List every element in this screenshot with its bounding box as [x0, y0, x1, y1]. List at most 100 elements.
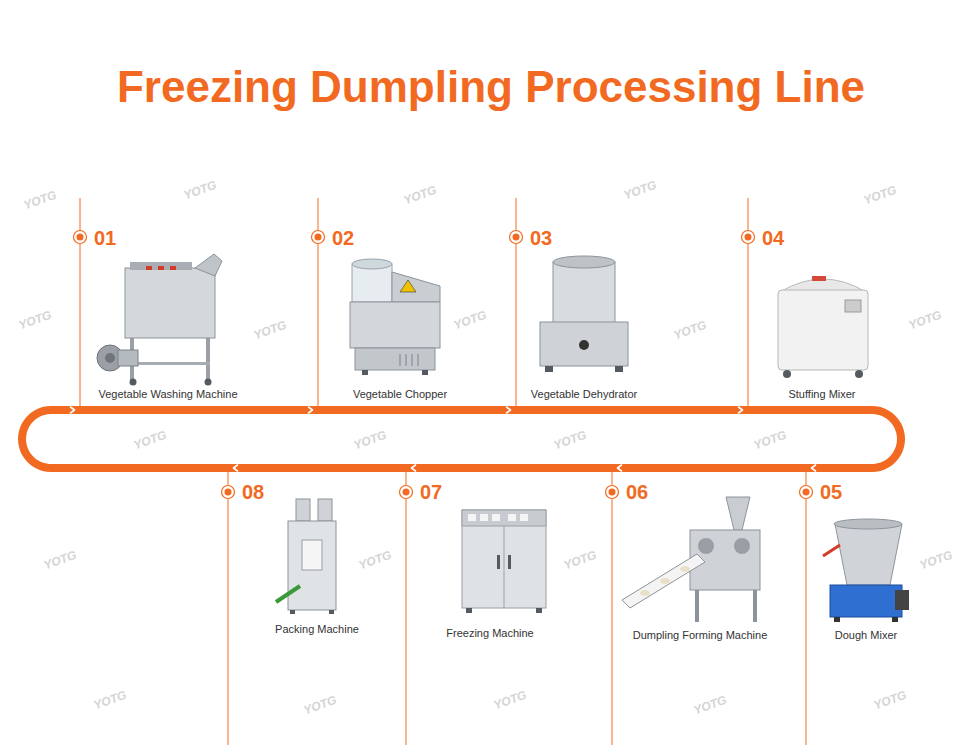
- watermark: YOTG: [92, 688, 129, 713]
- chopper-picture: [350, 259, 440, 375]
- chopper-picture: [355, 348, 435, 370]
- dehydrator-picture: [579, 340, 589, 350]
- step-dot: [606, 486, 619, 499]
- step-dot: [222, 486, 235, 499]
- process-step: 07Freezing Machine: [406, 468, 596, 648]
- arrow-head: [71, 407, 75, 413]
- step-number: 08: [242, 480, 264, 504]
- process-step: 03Vegetable Dehydrator: [516, 222, 716, 410]
- arrow-head: [618, 465, 622, 471]
- freezer-picture: [462, 510, 546, 526]
- watermark: YOTG: [552, 428, 589, 453]
- step-dot: [225, 489, 232, 496]
- packing-machine-picture: [302, 540, 322, 570]
- dough-mixer-picture: [830, 585, 902, 617]
- leader-line: [406, 472, 407, 745]
- watermark: YOTG: [352, 428, 389, 453]
- freezer-picture: [466, 608, 472, 613]
- flow-connector-group: [748, 410, 901, 471]
- watermark: YOTG: [907, 308, 944, 333]
- process-step: 01Vegetable Washing Machine: [80, 222, 280, 410]
- packing-machine-picture: [329, 610, 334, 614]
- step-dot: [74, 231, 87, 244]
- dough-mixer-picture: [835, 524, 902, 585]
- flow-connector-group: [80, 407, 318, 413]
- step-dot: [510, 231, 523, 244]
- leader-line: [318, 198, 319, 406]
- watermark: YOTG: [402, 183, 439, 208]
- dumpling-former-picture: [622, 497, 760, 622]
- dehydrator-picture: [540, 322, 628, 366]
- washing-machine-picture: [125, 268, 215, 338]
- process-step: 08Packing Machine: [228, 468, 398, 648]
- stuffing-mixer-picture: [855, 370, 863, 378]
- machine-label: Freezing Machine: [446, 627, 533, 640]
- washing-machine-picture: [130, 362, 210, 365]
- washing-machine-picture: [195, 254, 222, 276]
- step-number: 04: [762, 226, 784, 250]
- step-number: 03: [530, 226, 552, 250]
- washing-machine-picture: [206, 338, 210, 380]
- dumpling-former-picture: [622, 554, 705, 608]
- dehydrator-picture: [615, 366, 623, 372]
- step-dot: [315, 234, 322, 241]
- freezer-picture: [497, 555, 500, 569]
- leader-line: [516, 198, 517, 406]
- step-dot: [400, 486, 413, 499]
- flow-loop: [748, 410, 901, 468]
- watermark: YOTG: [918, 548, 955, 573]
- machine-label: Dough Mixer: [835, 629, 897, 642]
- dumpling-former-picture: [680, 566, 690, 572]
- washing-machine-picture: [130, 379, 137, 386]
- packing-machine-picture: [290, 610, 295, 614]
- step-number: 07: [420, 480, 442, 504]
- chopper-picture: [352, 259, 392, 269]
- step-dot: [742, 231, 755, 244]
- flow-connector-group: [22, 407, 228, 468]
- freezer-picture: [480, 514, 488, 521]
- dehydrator-picture: [553, 256, 615, 268]
- leader-line: [806, 472, 807, 745]
- step-dot: [77, 234, 84, 241]
- dough-mixer-picture: [895, 590, 909, 610]
- dumpling-former-picture: [753, 590, 757, 622]
- freezer-picture: [462, 510, 546, 613]
- dumpling-former-picture: [734, 538, 750, 554]
- step-dot: [400, 486, 413, 499]
- machine-label: Dumpling Forming Machine: [633, 629, 768, 642]
- watermark: YOTG: [42, 548, 79, 573]
- flow-loop: [406, 464, 612, 472]
- freezer-picture: [536, 608, 542, 613]
- leader-line: [748, 198, 749, 406]
- dough-mixer-picture: [823, 545, 840, 556]
- watermark: YOTG: [22, 188, 59, 213]
- flow-loop: [228, 464, 406, 472]
- stuffing-mixer-picture: [783, 370, 791, 378]
- packing-machine-picture: [318, 499, 332, 521]
- flow-loop: [612, 464, 806, 472]
- watermark: YOTG: [182, 178, 219, 203]
- chopper-picture: [350, 302, 440, 348]
- washing-machine-picture: [146, 266, 152, 270]
- watermark: YOTG: [562, 548, 599, 573]
- machine-label: Packing Machine: [275, 623, 359, 636]
- dehydrator-picture: [553, 262, 615, 324]
- freezer-picture: [508, 555, 511, 569]
- machine-label: Vegetable Washing Machine: [98, 388, 237, 401]
- step-dot: [609, 489, 616, 496]
- packing-machine-picture: [288, 521, 336, 610]
- process-step: 04Stuffing Mixer: [748, 222, 898, 410]
- freezer-picture: [468, 514, 476, 521]
- step-number: 01: [94, 226, 116, 250]
- step-dot: [312, 231, 325, 244]
- freezer-picture: [520, 514, 528, 521]
- step-dot: [800, 486, 813, 499]
- step-number: 02: [332, 226, 354, 250]
- packing-machine-picture: [276, 499, 336, 614]
- washing-machine-picture: [205, 379, 212, 386]
- watermark: YOTG: [872, 688, 909, 713]
- flow-connector-group: [406, 465, 612, 471]
- watermark: YOTG: [672, 318, 709, 343]
